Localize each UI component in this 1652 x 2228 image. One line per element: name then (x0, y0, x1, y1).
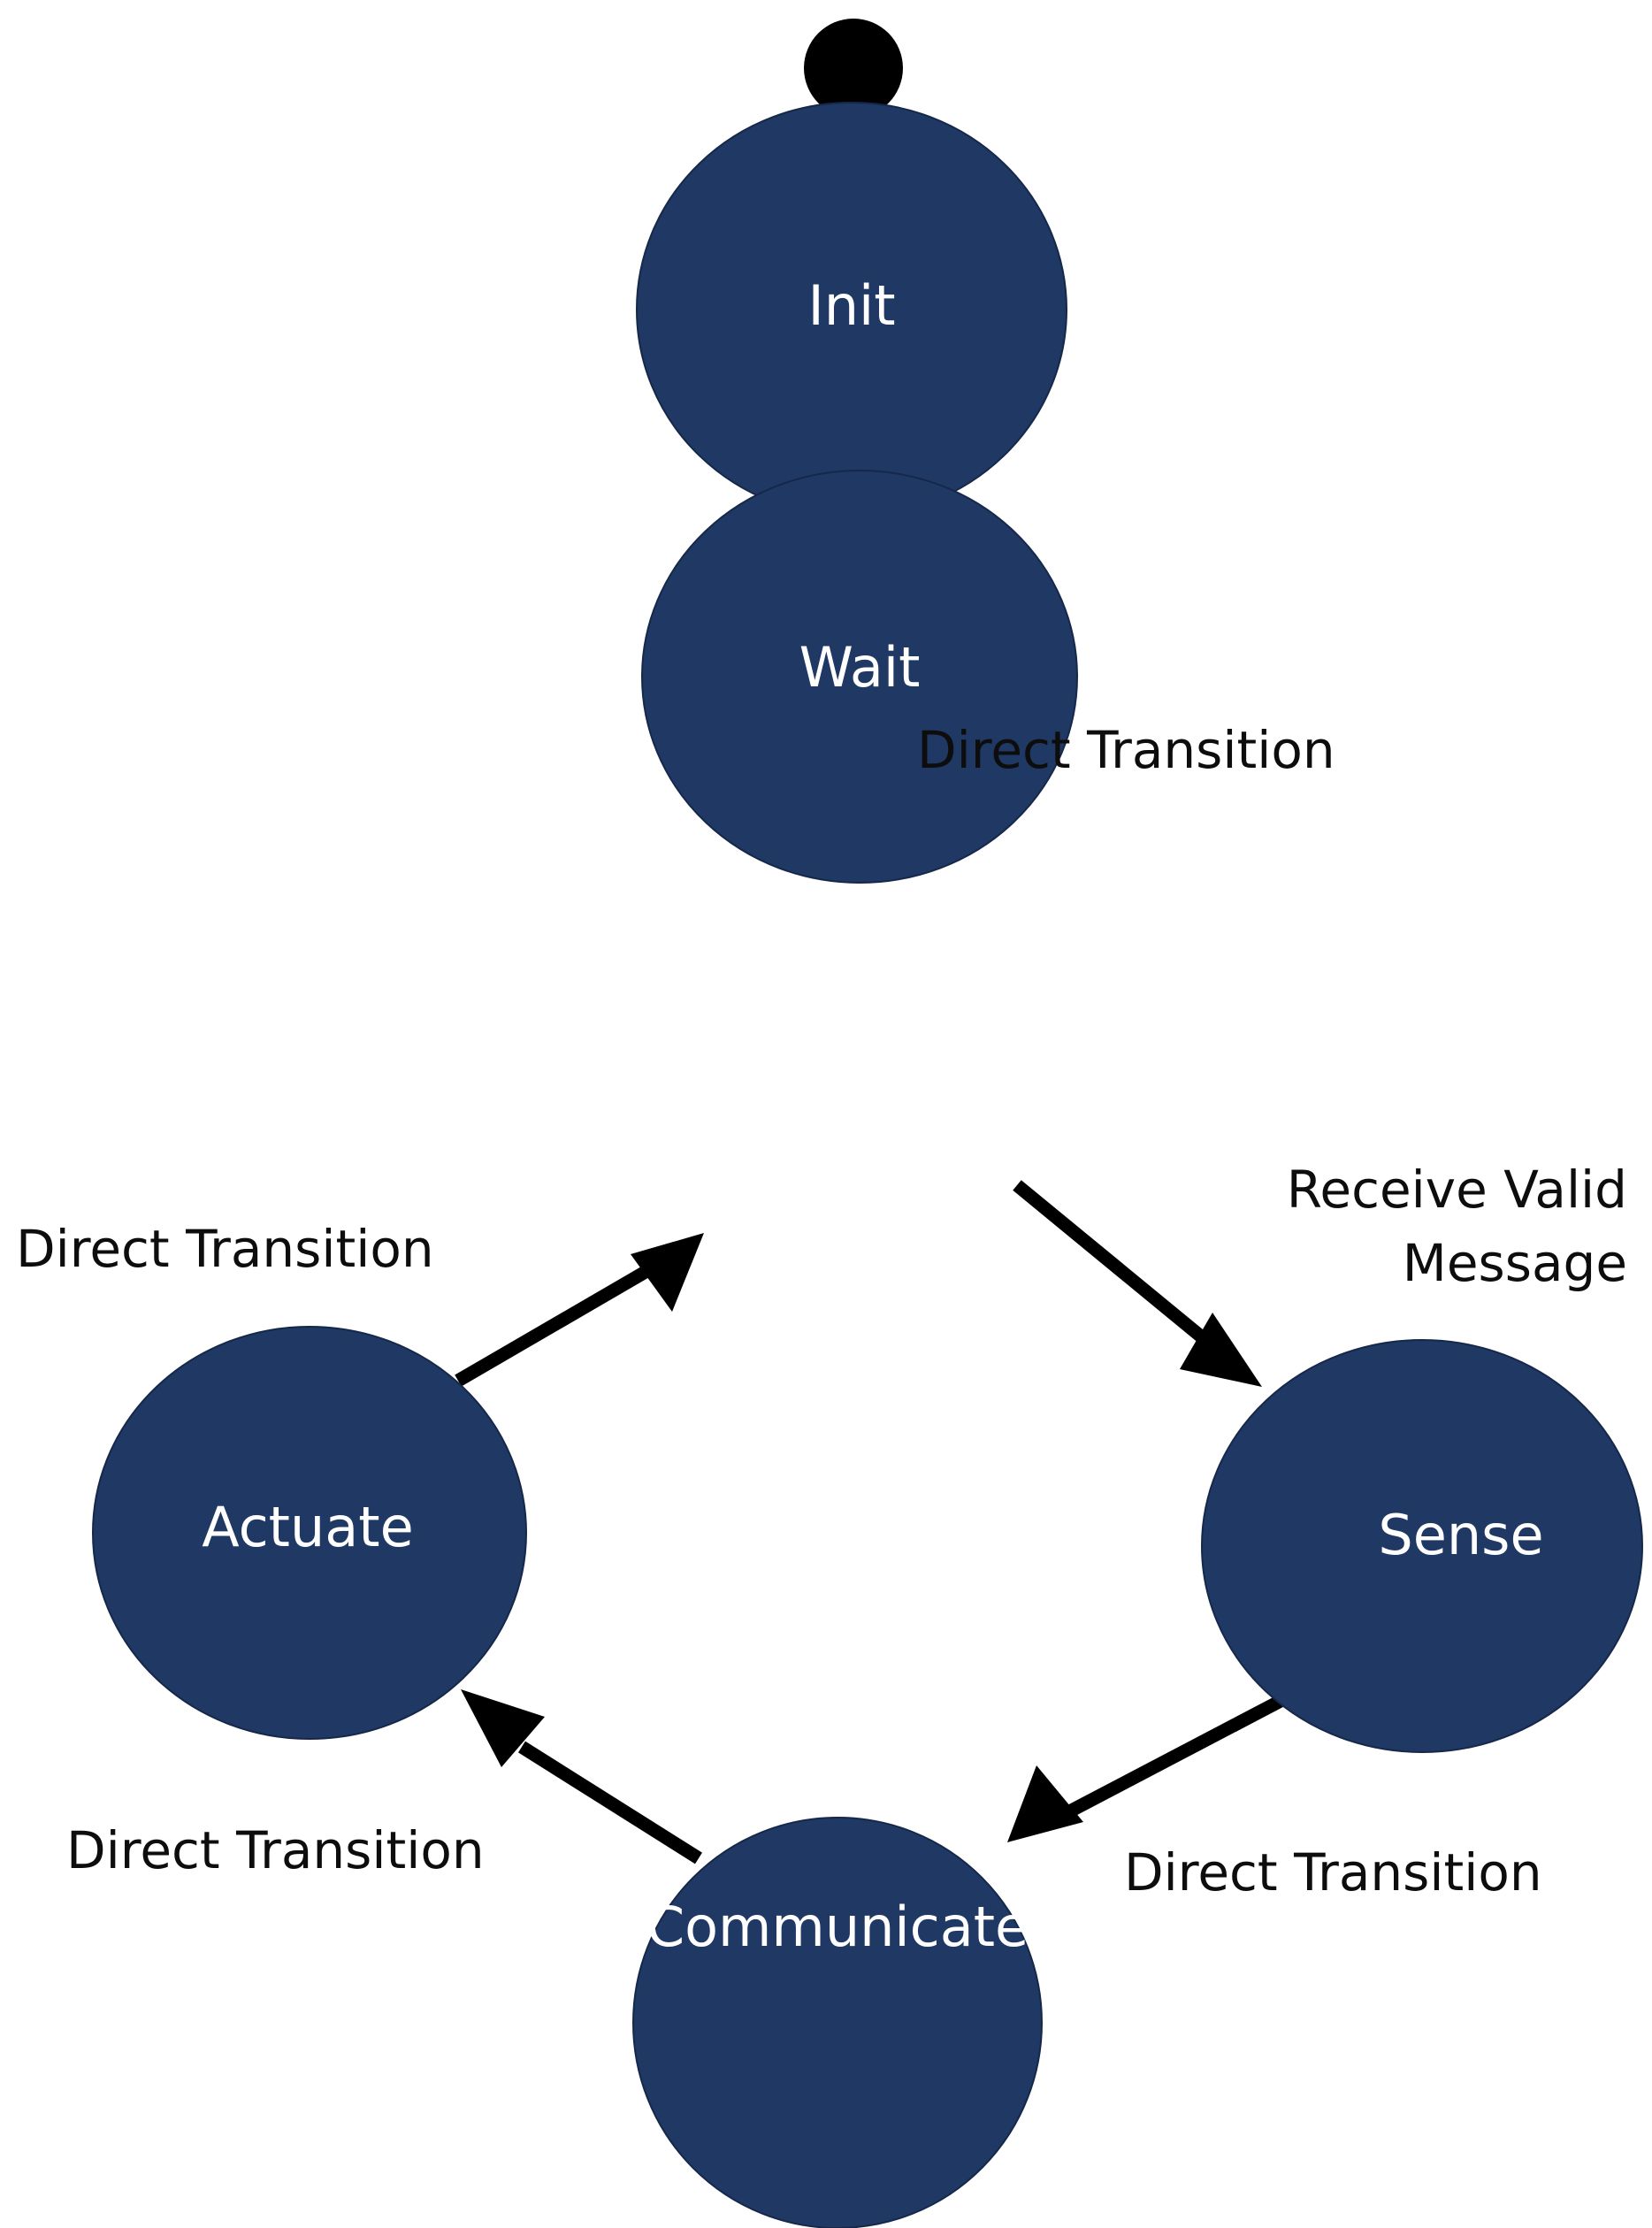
transition-label-wait-to-sense-line2: Message (1403, 1233, 1627, 1293)
state-node-communicate-shape[interactable] (632, 1817, 1043, 2228)
edge-communicate-to-actuate-line (518, 1741, 702, 1864)
state-node-wait-label: Wait (799, 635, 921, 700)
state-node-wait-shape[interactable] (641, 470, 1078, 884)
edge-actuate-to-wait (455, 1233, 704, 1387)
edge-communicate-to-actuate (461, 1689, 702, 1864)
state-node-actuate-shape[interactable] (92, 1326, 527, 1740)
state-node-wait[interactable]: Wait (641, 470, 1078, 884)
edge-sense-to-communicate (1007, 1695, 1284, 1842)
arrow-head-icon (631, 1233, 704, 1312)
state-node-actuate[interactable]: Actuate (92, 1326, 527, 1740)
edge-wait-to-sense-line (1013, 1180, 1220, 1354)
edge-sense-to-communicate-line (1058, 1695, 1284, 1822)
transition-label-communicate-to-actuate: Direct Transition (66, 1820, 485, 1880)
edge-actuate-to-wait-line (455, 1260, 658, 1387)
transition-label-actuate-to-wait: Direct Transition (16, 1219, 434, 1279)
initial-pseudostate-icon (804, 19, 903, 118)
state-node-init-label: Init (807, 273, 895, 338)
state-node-sense[interactable]: Sense (1201, 1339, 1643, 1753)
arrow-head-icon (1180, 1313, 1262, 1387)
state-node-sense-label: Sense (1378, 1503, 1543, 1567)
transition-label-wait-to-sense: Receive Valid Message (1287, 1160, 1627, 1293)
transition-label-sense-to-communicate: Direct Transition (1124, 1842, 1542, 1903)
edge-wait-to-sense (1013, 1180, 1262, 1387)
state-node-actuate-label: Actuate (202, 1495, 413, 1559)
state-node-init[interactable]: Init (636, 102, 1067, 517)
state-node-sense-shape[interactable] (1201, 1339, 1643, 1753)
transition-label-wait-to-sense-line1: Receive Valid (1287, 1160, 1627, 1220)
arrow-head-icon (461, 1689, 545, 1767)
state-node-communicate[interactable]: Communicate (632, 1817, 1043, 2228)
transition-label-init-to-wait: Direct Transition (917, 720, 1335, 780)
state-node-communicate-label: Communicate (646, 1895, 1029, 1959)
arrow-head-icon (1007, 1765, 1083, 1842)
